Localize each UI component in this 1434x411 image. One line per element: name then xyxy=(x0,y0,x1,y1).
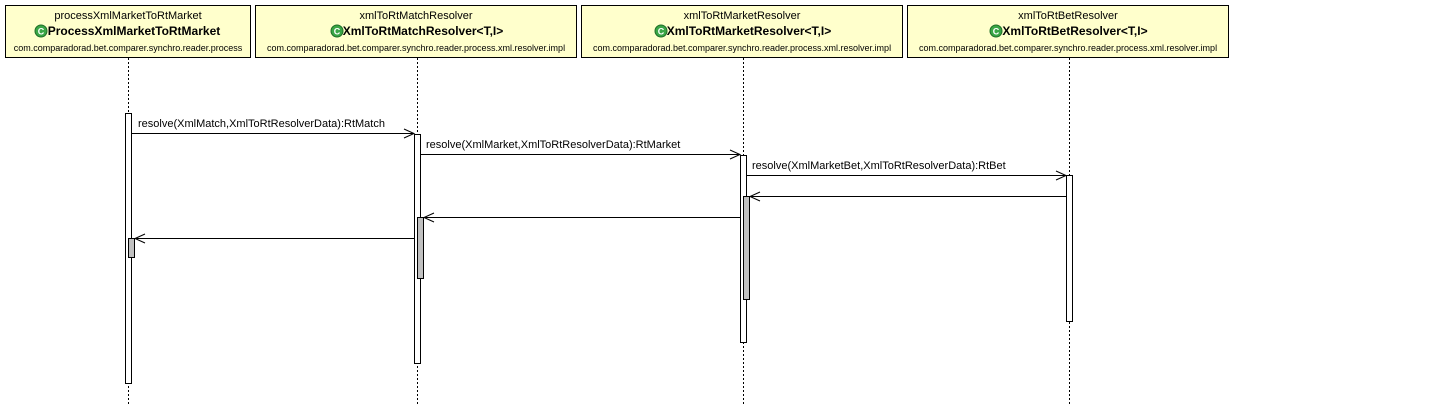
return-message-rt-match[interactable] xyxy=(133,233,414,244)
activation-bar-return xyxy=(417,217,424,279)
message-label: resolve(XmlMarketBet,XmlToRtResolverData… xyxy=(752,160,1006,172)
participant-class-name: XmlToRtMarketResolver<T,I> xyxy=(667,24,832,38)
return-message-rt-bet[interactable] xyxy=(748,191,1066,202)
svg-text:C: C xyxy=(334,27,341,37)
message-resolve-xml-match[interactable]: resolve(XmlMatch,XmlToRtResolverData):Rt… xyxy=(132,118,416,139)
participant-process-xml-market-to-rt-market[interactable]: processXmlMarketToRtMarket C ProcessXmlM… xyxy=(5,5,251,58)
message-resolve-xml-market-bet[interactable]: resolve(XmlMarketBet,XmlToRtResolverData… xyxy=(747,160,1068,181)
class-icon: C xyxy=(989,24,1003,38)
svg-text:C: C xyxy=(993,27,1000,37)
participant-xml-to-rt-bet-resolver[interactable]: xmlToRtBetResolver C XmlToRtBetResolver<… xyxy=(907,5,1229,58)
participant-xml-to-rt-market-resolver[interactable]: xmlToRtMarketResolver C XmlToRtMarketRes… xyxy=(581,5,903,58)
participant-instance-name: xmlToRtBetResolver xyxy=(1018,10,1118,22)
class-icon: C xyxy=(654,24,668,38)
message-label: resolve(XmlMarket,XmlToRtResolverData):R… xyxy=(426,139,680,151)
activation-bar-return xyxy=(128,238,135,258)
message-resolve-xml-market[interactable]: resolve(XmlMarket,XmlToRtResolverData):R… xyxy=(421,139,742,160)
svg-text:C: C xyxy=(658,27,665,37)
participant-class-name: XmlToRtBetResolver<T,I> xyxy=(1002,24,1147,38)
participant-class-name: ProcessXmlMarketToRtMarket xyxy=(48,24,221,38)
participant-xml-to-rt-match-resolver[interactable]: xmlToRtMatchResolver C XmlToRtMatchResol… xyxy=(255,5,577,58)
class-icon: C xyxy=(330,24,344,38)
participant-instance-name: xmlToRtMarketResolver xyxy=(684,10,801,22)
activation-bar xyxy=(1066,175,1073,322)
svg-text:C: C xyxy=(38,27,45,37)
participant-instance-name: xmlToRtMatchResolver xyxy=(359,10,472,22)
return-message-rt-market[interactable] xyxy=(422,212,740,223)
activation-bar-return xyxy=(743,196,750,300)
participant-package: com.comparadorad.bet.comparer.synchro.re… xyxy=(919,43,1217,53)
message-label: resolve(XmlMatch,XmlToRtResolverData):Rt… xyxy=(138,118,385,130)
participant-class-name: XmlToRtMatchResolver<T,I> xyxy=(343,24,504,38)
participant-package: com.comparadorad.bet.comparer.synchro.re… xyxy=(267,43,565,53)
class-icon: C xyxy=(34,24,48,38)
participant-instance-name: processXmlMarketToRtMarket xyxy=(54,10,201,22)
participant-package: com.comparadorad.bet.comparer.synchro.re… xyxy=(14,43,243,53)
participant-package: com.comparadorad.bet.comparer.synchro.re… xyxy=(593,43,891,53)
